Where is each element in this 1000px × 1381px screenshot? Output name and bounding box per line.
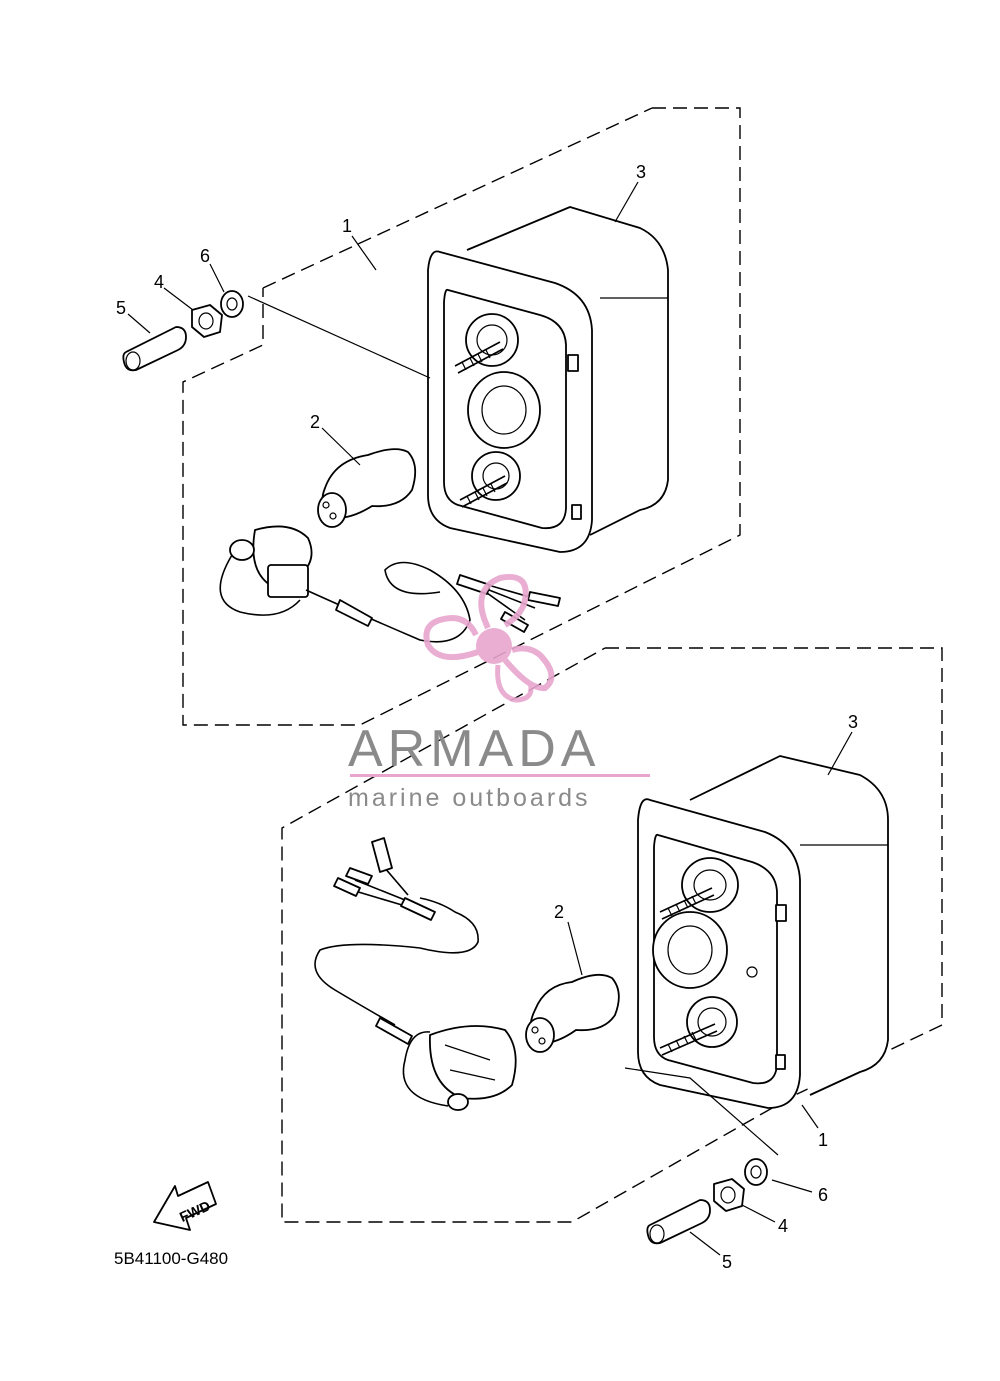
upper-callout-3: 3 bbox=[636, 162, 646, 182]
fwd-arrow: FWD bbox=[153, 1181, 217, 1231]
lower-socket-harness bbox=[314, 837, 517, 1111]
lower-callout-4: 4 bbox=[778, 1216, 788, 1236]
lower-callout-3: 3 bbox=[848, 712, 858, 732]
upper-washer-6 bbox=[220, 290, 244, 318]
upper-tail-light-housing bbox=[427, 206, 669, 553]
lower-callout-1: 1 bbox=[818, 1130, 828, 1150]
lower-bulb bbox=[525, 973, 620, 1053]
upper-callout-4: 4 bbox=[154, 272, 164, 292]
upper-group-boundary bbox=[182, 107, 741, 726]
armada-watermark: ARMADA marine outboards bbox=[348, 574, 650, 812]
upper-bulb bbox=[317, 448, 417, 528]
lower-fastener-leader bbox=[624, 1067, 779, 1156]
lower-fasteners bbox=[646, 1158, 768, 1245]
upper-assembly: 1 3 2 4 5 6 bbox=[116, 107, 741, 726]
lower-group-boundary bbox=[281, 647, 943, 1223]
propeller-logo bbox=[423, 574, 555, 703]
watermark-divider bbox=[350, 774, 650, 777]
lower-callout-6: 6 bbox=[818, 1185, 828, 1205]
upper-callout-6: 6 bbox=[200, 246, 210, 266]
lower-assembly: 3 2 1 6 4 5 bbox=[281, 647, 943, 1272]
part-number-code: 5B41100-G480 bbox=[114, 1249, 228, 1268]
watermark-brand: ARMADA bbox=[348, 720, 600, 778]
lower-nut-4 bbox=[713, 1178, 745, 1212]
upper-fasteners bbox=[122, 290, 244, 372]
upper-callout-2: 2 bbox=[310, 412, 320, 432]
lower-tail-light-housing bbox=[637, 755, 889, 1109]
lower-collar-5 bbox=[646, 1199, 711, 1245]
lower-callout-5: 5 bbox=[722, 1252, 732, 1272]
upper-callout-5: 5 bbox=[116, 298, 126, 318]
upper-collar-5 bbox=[122, 326, 187, 372]
upper-callout-1: 1 bbox=[342, 216, 352, 236]
upper-fastener-leader bbox=[247, 295, 431, 379]
lower-callout-2: 2 bbox=[554, 902, 564, 922]
upper-nut-4 bbox=[191, 304, 223, 338]
lower-washer-6 bbox=[744, 1158, 768, 1186]
watermark-tagline: marine outboards bbox=[348, 784, 591, 812]
